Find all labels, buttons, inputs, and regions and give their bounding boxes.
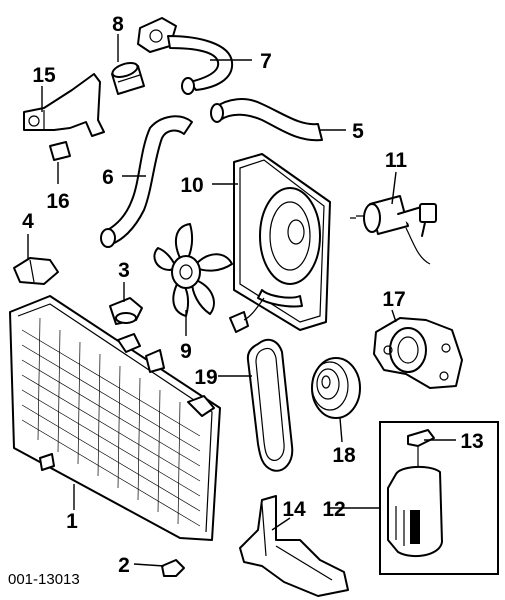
callout-labels: 8 7 15 5 16 6 10 11 4 3 9 17 19 18 13 12… <box>22 13 484 577</box>
part-4-clip[interactable] <box>13 257 59 285</box>
part-12-reservoir-tank[interactable] <box>387 446 443 558</box>
reservoir-inset-box <box>379 421 499 575</box>
callout-14: 14 <box>282 498 306 521</box>
part-15-bracket[interactable] <box>23 73 105 137</box>
callout-4: 4 <box>22 210 34 233</box>
part-3-radiator-cap[interactable] <box>109 297 143 325</box>
callout-19: 19 <box>194 366 217 389</box>
callout-7: 7 <box>260 50 272 73</box>
part-13-reservoir-cap[interactable] <box>407 429 435 447</box>
callout-11: 11 <box>385 149 408 172</box>
part-5-upper-hose[interactable] <box>210 98 323 142</box>
part-11-fan-motor[interactable] <box>350 195 437 265</box>
diagram-code: 001-13013 <box>8 571 80 588</box>
callout-9: 9 <box>180 340 192 363</box>
part-17-water-pump[interactable] <box>373 317 463 389</box>
callout-10: 10 <box>180 174 203 197</box>
part-14-lower-bracket[interactable] <box>239 495 349 597</box>
callout-18: 18 <box>332 444 356 467</box>
part-19-drive-belt[interactable] <box>246 338 294 472</box>
part-2-drain-plug[interactable] <box>161 559 185 577</box>
part-8-hose[interactable] <box>111 60 145 95</box>
part-10-fan-shroud[interactable] <box>229 153 331 333</box>
part-18-pulley[interactable] <box>311 357 361 419</box>
callout-15: 15 <box>32 64 56 87</box>
callout-12: 12 <box>322 498 345 521</box>
callout-8: 8 <box>112 13 124 36</box>
part-7-water-pipe[interactable] <box>137 17 234 95</box>
radiator-core-grid <box>21 317 201 527</box>
callout-13: 13 <box>460 430 483 453</box>
callout-6: 6 <box>102 166 114 189</box>
callout-2: 2 <box>118 554 130 577</box>
callout-17: 17 <box>382 288 405 311</box>
part-9-fan-blade[interactable] <box>153 223 233 317</box>
part-6-lower-hose[interactable] <box>100 115 193 248</box>
part-1-radiator[interactable] <box>9 295 221 541</box>
callout-3: 3 <box>118 259 130 282</box>
leader-lines <box>27 34 456 567</box>
part-16-grommet[interactable] <box>49 141 71 161</box>
callout-1: 1 <box>66 510 78 533</box>
callout-16: 16 <box>46 190 69 213</box>
callout-5: 5 <box>352 120 364 143</box>
